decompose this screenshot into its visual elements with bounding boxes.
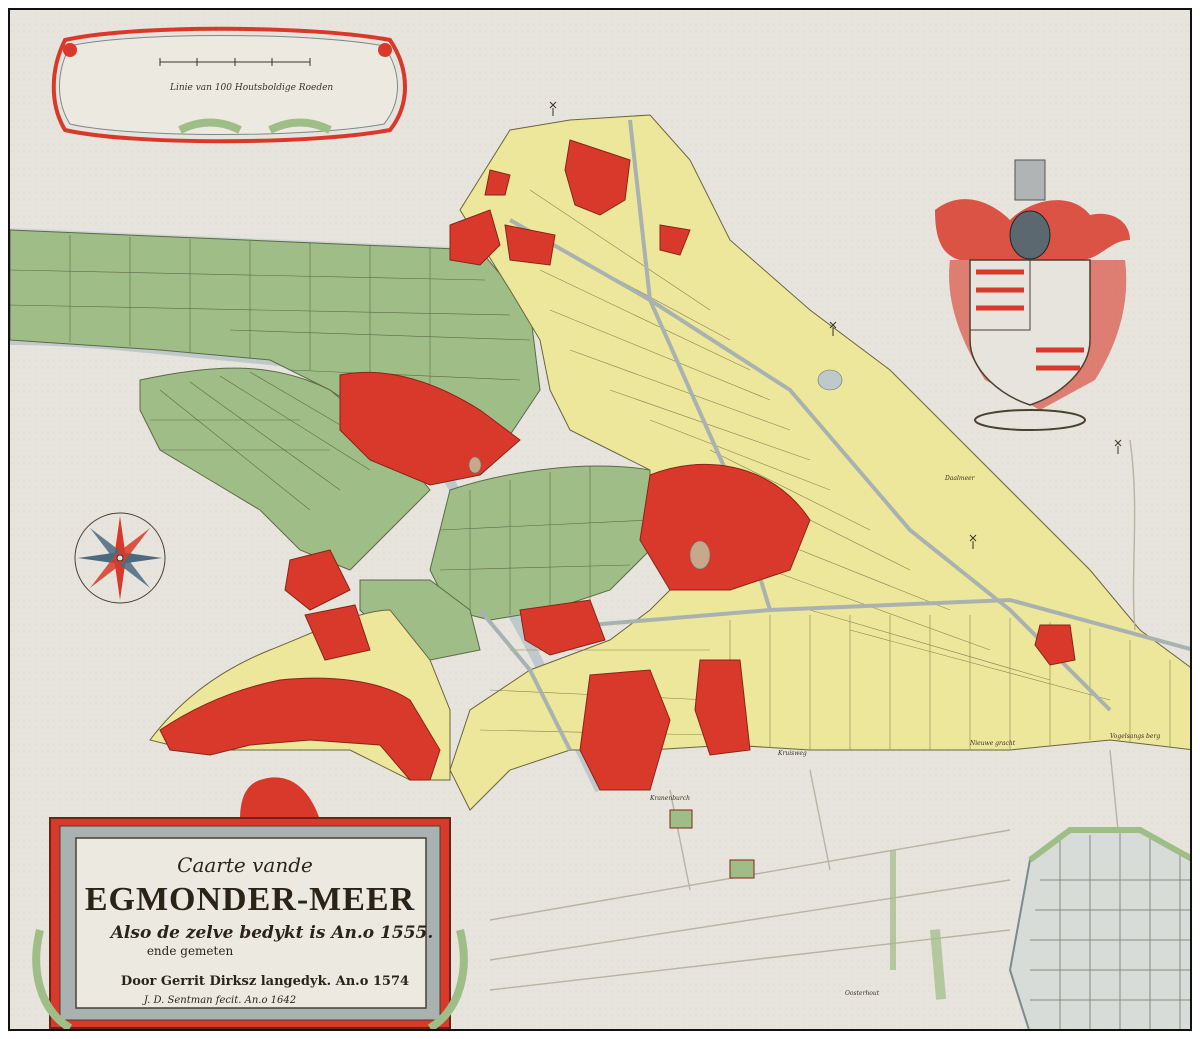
parcel-red-east — [639, 463, 811, 591]
ponds — [468, 369, 843, 570]
cartouche-line3: Also de zelve bedykt is An.o 1555. — [109, 923, 434, 943]
cartouche-line1: Caarte vande — [177, 853, 313, 877]
parcel-red-southwest — [159, 677, 441, 781]
parcel-red-north-1 — [564, 139, 631, 216]
cartouche-line6: J. D. Sentman fecit. An.o 1642 — [142, 995, 296, 1006]
compass-rose-icon — [74, 512, 166, 604]
outer-green-strips — [890, 850, 947, 1000]
town — [1008, 827, 1190, 1029]
scale-label: Linie van 100 Houtsboldige Roeden — [169, 83, 333, 93]
parcel-red-south-2 — [694, 659, 751, 756]
place-label-6: Oosterhout — [845, 990, 880, 997]
parcel-red-south-1 — [579, 669, 671, 791]
map-canvas: Vogelsangs berg Kruisweg Daalmeer Nieuwe… — [10, 10, 1190, 1029]
map-frame: Vogelsangs berg Kruisweg Daalmeer Nieuwe… — [8, 8, 1192, 1031]
scale-cartouche: Linie van 100 Houtsboldige Roeden — [51, 26, 407, 144]
title-cartouche: Caarte vande EGMONDER-MEER Also de zelve… — [32, 777, 468, 1029]
place-label-4: Nieuwe gracht — [969, 740, 1016, 747]
cartouche-line4: ende gemeten — [147, 944, 234, 958]
place-label-1: Vogelsangs berg — [1110, 733, 1160, 740]
polder-middle-parcels — [439, 466, 651, 615]
place-label-2: Kruisweg — [777, 750, 807, 757]
parcel-red-west-2 — [304, 604, 371, 661]
parcel-red-west-1 — [284, 549, 351, 611]
parcel-red-east-small — [1034, 624, 1076, 666]
map-title: EGMONDER-MEER — [85, 881, 415, 918]
cartouche-line5: Door Gerrit Dirksz langedyk. An.o 1574 — [121, 974, 409, 989]
parcel-red-north-3 — [449, 209, 501, 266]
parcel-red-north-5 — [659, 224, 691, 256]
parcel-red-north-2 — [484, 169, 511, 196]
parcel-red-north-4 — [504, 224, 556, 266]
polder-west-parcels — [10, 235, 531, 455]
scale-bar — [159, 58, 311, 66]
place-label-3: Daalmeer — [944, 475, 976, 482]
coat-of-arms-icon — [935, 159, 1130, 431]
place-label-5: Kranenburch — [649, 795, 690, 802]
parcel-red-middle — [519, 599, 606, 656]
enclosures — [669, 809, 755, 879]
windmill-icon — [549, 101, 1122, 549]
